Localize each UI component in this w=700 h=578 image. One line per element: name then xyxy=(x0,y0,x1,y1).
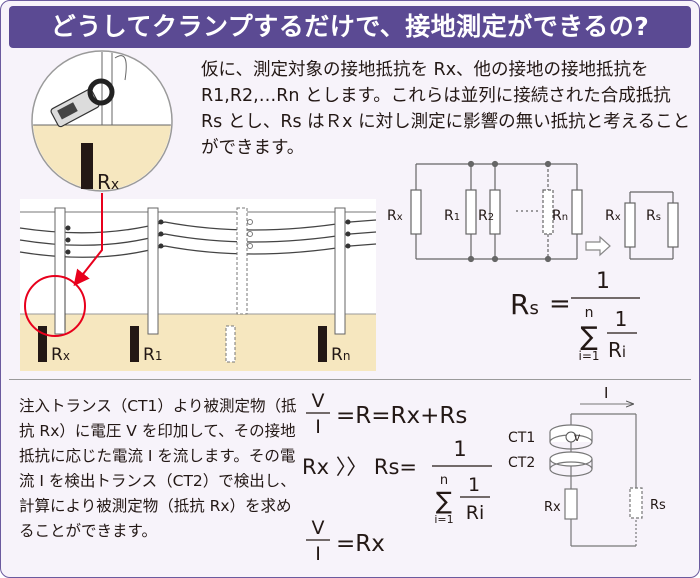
page-title: どうしてクランプするだけで、接地測定ができるの? xyxy=(9,6,691,48)
svg-text:I: I xyxy=(315,543,321,565)
field-scene: Rx R1 Rn xyxy=(19,193,377,371)
svg-text:=R=Rx+Rs: =R=Rx+Rs xyxy=(336,403,467,429)
rx-rod-inset xyxy=(81,143,93,189)
measurement-paragraph: 注入トランス（CT1）より被測定物（抵抗 Rx）に電圧 V を印加して、その接地… xyxy=(19,397,297,540)
circuit-r1-label: R1 xyxy=(444,208,460,224)
parallel-circuit xyxy=(410,160,679,263)
equation-2: Rx 〉〉 Rs= 1 n ∑ i=1 1 Ri xyxy=(302,437,492,526)
svg-text:i=1: i=1 xyxy=(578,349,599,363)
rx-rod xyxy=(38,326,47,362)
svg-text:1: 1 xyxy=(596,269,610,294)
voltmeter-icon xyxy=(565,431,577,443)
svg-text:1: 1 xyxy=(615,307,628,331)
equiv-rs-label: Rs xyxy=(646,208,661,224)
svg-text:=: = xyxy=(549,289,571,319)
svg-text:1: 1 xyxy=(468,474,480,496)
rn-rod xyxy=(318,326,327,362)
svg-text:V: V xyxy=(312,390,325,412)
highlight-circle xyxy=(24,275,86,337)
r2-rod xyxy=(225,325,236,363)
pointer-arrow xyxy=(73,193,103,287)
svg-text:∑: ∑ xyxy=(436,487,452,515)
equiv-rx-label: Rx xyxy=(605,208,621,224)
clamp-rs-label: Rs xyxy=(650,498,666,513)
equation-1: V I =R=Rx+Rs xyxy=(306,390,467,438)
circuit-rx-label: Rx xyxy=(387,208,403,224)
svg-text:V: V xyxy=(312,517,325,539)
svg-text:n: n xyxy=(440,473,448,488)
r1-label: R1 xyxy=(143,345,162,365)
circuit-r2-label: R2 xyxy=(478,208,494,224)
svg-text:Ri: Ri xyxy=(466,502,484,524)
clamp-rx-label: Rx xyxy=(544,500,561,515)
clamp-meter-icon xyxy=(50,78,115,128)
clamp-circuit: I V CT1 CT2 Rx Rs xyxy=(508,384,666,547)
svg-text:∑: ∑ xyxy=(580,322,598,352)
svg-text:=Rx: =Rx xyxy=(336,531,385,557)
circuit-rn-label: Rn xyxy=(552,208,568,224)
current-label: I xyxy=(604,384,608,402)
section-divider xyxy=(9,379,691,380)
ct2-label: CT2 xyxy=(508,455,535,471)
intro-paragraph: 仮に、測定対象の接地抵抗を Rx、他の接地の接地抵抗を R1,R2,…Rn とし… xyxy=(201,60,691,158)
clamp-inset: Rx xyxy=(31,50,173,194)
ct1-label: CT1 xyxy=(508,430,535,446)
svg-text:I: I xyxy=(315,416,321,438)
svg-text:n: n xyxy=(585,305,594,321)
formula-rs: Rs = 1 n ∑ i=1 1 Ri xyxy=(510,269,640,363)
equation-3: V I =Rx xyxy=(306,517,385,565)
svg-text:i=1: i=1 xyxy=(434,513,453,526)
rn-label: Rn xyxy=(331,345,350,365)
rx-inset-label: Rx xyxy=(97,170,119,194)
svg-text:Rx 〉〉 Rs=: Rx 〉〉 Rs= xyxy=(302,455,417,479)
svg-text:Rs: Rs xyxy=(510,288,539,321)
svg-text:Ri: Ri xyxy=(608,338,626,362)
meter-label: V xyxy=(574,434,581,444)
svg-text:1: 1 xyxy=(453,437,466,461)
r1-rod xyxy=(130,326,139,362)
rx-label: Rx xyxy=(51,345,70,365)
